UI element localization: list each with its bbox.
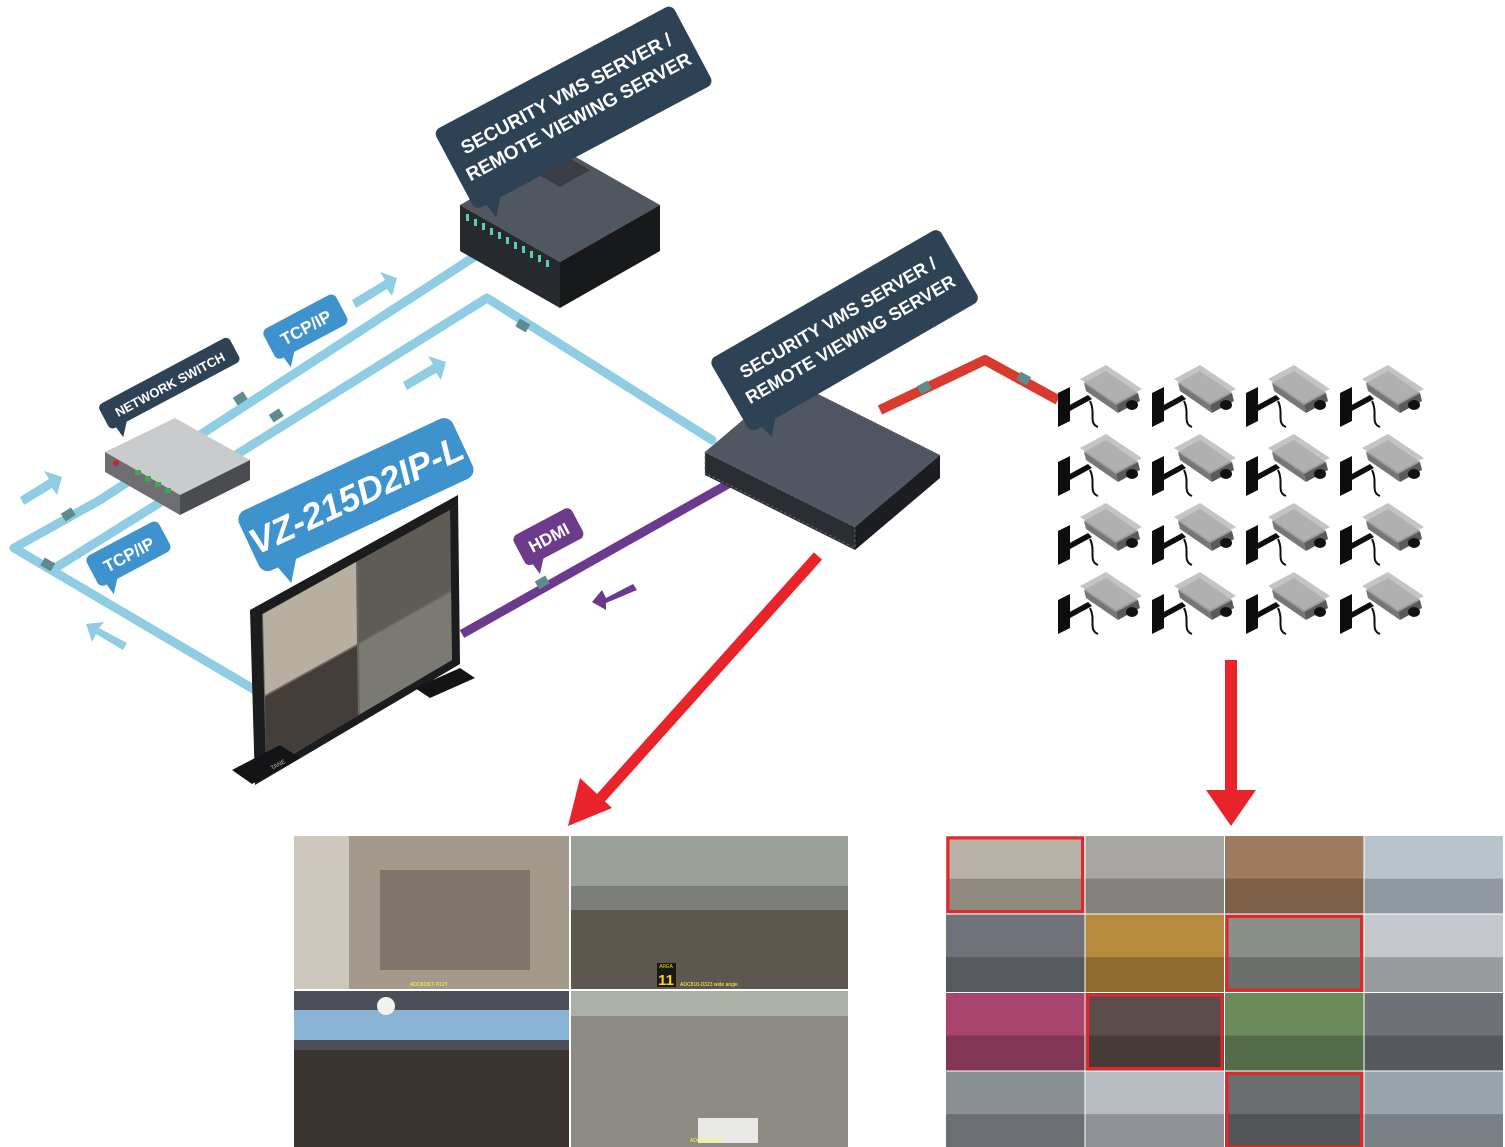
video-wall-tile xyxy=(1085,914,1224,992)
security-camera-icon xyxy=(1340,365,1424,428)
security-camera-icon xyxy=(1246,434,1330,497)
quad-view: ADC818LT-D11Y AREA 11 ADC818-D323 wide a… xyxy=(294,836,848,1147)
camera-cable xyxy=(877,355,1061,415)
security-camera-icon xyxy=(1058,572,1142,635)
security-camera-icon xyxy=(1058,365,1142,428)
security-camera-icon xyxy=(1058,434,1142,497)
network-switch-text: NETWORK SWITCH xyxy=(113,349,228,420)
video-wall-highlight xyxy=(1225,1072,1363,1147)
security-camera-icon xyxy=(1152,365,1236,428)
video-wall xyxy=(946,836,1503,1147)
security-camera-icon xyxy=(1340,503,1424,566)
quad-tile-parking: ADC805-F316 xyxy=(571,991,848,1147)
red-arrow-head-icon xyxy=(1206,790,1256,826)
video-wall-tile xyxy=(1364,836,1503,914)
security-camera-icon xyxy=(1152,434,1236,497)
video-wall-tile xyxy=(1364,1071,1503,1147)
red-arrow-cameras-to-wall xyxy=(1225,660,1237,790)
monitor: TANE xyxy=(232,495,475,785)
video-wall-tile xyxy=(946,914,1085,992)
video-wall-tile xyxy=(1364,914,1503,992)
hdmi-connector xyxy=(534,575,550,590)
security-camera-icon xyxy=(1246,365,1330,428)
camera-cable-connectors xyxy=(916,371,1032,395)
video-wall-tile xyxy=(1225,914,1364,992)
security-camera-icon xyxy=(1246,572,1330,635)
camera-grid xyxy=(1058,365,1424,635)
quad-tile-hallway: ADC818LT-D11Y xyxy=(294,836,569,989)
video-wall-highlight xyxy=(946,836,1084,913)
video-wall-tile xyxy=(1225,1071,1364,1147)
quad-caption-1: ADC818LT-D11Y xyxy=(410,982,449,988)
security-camera-icon xyxy=(1340,572,1424,635)
security-camera-icon xyxy=(1152,503,1236,566)
security-camera-icon xyxy=(1340,434,1424,497)
video-wall-tile xyxy=(946,993,1085,1071)
video-wall-tile xyxy=(1364,993,1503,1071)
area-sign-word: AREA xyxy=(659,964,673,970)
flow-arrows xyxy=(20,272,446,650)
red-arrow-head-icon xyxy=(568,778,612,826)
video-wall-tile xyxy=(1085,993,1224,1071)
video-wall-tile xyxy=(946,836,1085,914)
tcpip-label-lower: TCP/IP xyxy=(86,521,171,595)
area-sign-number: 11 xyxy=(658,972,674,989)
quad-caption-4: ADC805-F316 xyxy=(690,1138,722,1144)
purple-arrow-icon xyxy=(592,584,637,610)
video-wall-tile xyxy=(946,1071,1085,1147)
hdmi-cable xyxy=(459,479,733,638)
network-switch xyxy=(105,418,250,515)
blue-arrow-icon xyxy=(86,622,127,650)
quad-tile-subway xyxy=(294,991,569,1147)
video-wall-tile xyxy=(1085,836,1224,914)
security-camera-icon xyxy=(1058,503,1142,566)
video-wall-tile xyxy=(1085,1071,1224,1147)
video-wall-highlight xyxy=(1086,993,1224,1070)
video-wall-highlight xyxy=(1225,915,1363,992)
blue-arrow-icon xyxy=(20,471,62,505)
security-camera-icon xyxy=(1246,503,1330,566)
network-cable-outer xyxy=(9,252,479,553)
video-wall-tile xyxy=(1225,993,1364,1071)
video-wall-tile xyxy=(1225,836,1364,914)
blue-arrow-icon xyxy=(352,272,397,308)
blue-arrow-icon xyxy=(403,356,446,390)
quad-tile-terminal: AREA 11 ADC818-D323 wide angle xyxy=(571,836,848,989)
red-arrow-server-to-quad xyxy=(585,552,823,814)
cable-connectors xyxy=(40,318,531,572)
quad-caption-2: ADC818-D323 wide angle xyxy=(680,982,738,988)
security-camera-icon xyxy=(1152,572,1236,635)
